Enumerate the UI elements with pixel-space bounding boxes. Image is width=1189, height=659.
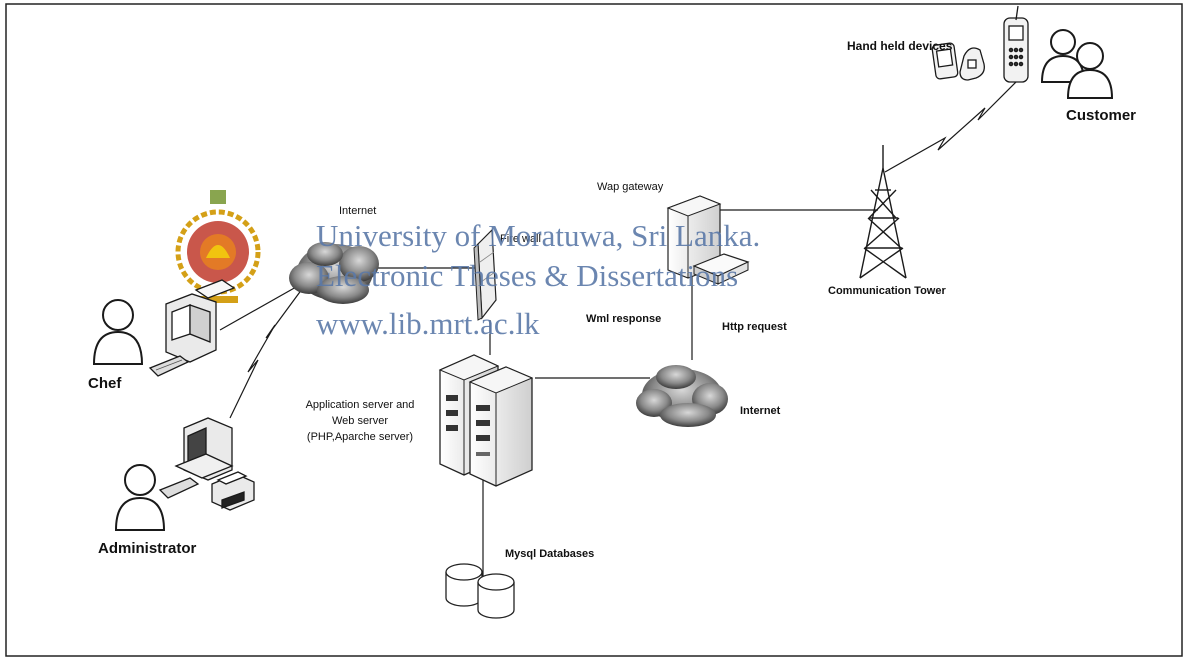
label-app-server-line1: Application server and bbox=[306, 399, 415, 411]
internet-cloud-icon bbox=[636, 365, 728, 427]
communication-tower-icon bbox=[859, 145, 907, 279]
label-internet-right: Internet bbox=[740, 405, 781, 417]
label-communication-tower: Communication Tower bbox=[828, 285, 946, 297]
wireless-link-tower-customer bbox=[884, 79, 1019, 173]
watermark-line-2: Electronic Theses & Dissertations bbox=[316, 258, 738, 293]
app-web-server-icon bbox=[438, 354, 534, 487]
label-chef: Chef bbox=[88, 375, 122, 392]
label-fire-wall: Fire wall bbox=[500, 233, 541, 245]
label-app-server-line3: (PHP,Aparche server) bbox=[307, 431, 413, 443]
label-mysql-databases: Mysql Databases bbox=[505, 548, 594, 560]
database-icon bbox=[445, 563, 515, 619]
watermark-line-3: www.lib.mrt.ac.lk bbox=[316, 306, 540, 341]
label-wap-gateway: Wap gateway bbox=[597, 181, 664, 193]
label-customer: Customer bbox=[1066, 107, 1136, 124]
label-app-server-line2: Web server bbox=[332, 415, 388, 427]
label-internet-top: Internet bbox=[339, 205, 376, 217]
firewall-icon bbox=[473, 228, 497, 321]
handheld-devices-icon bbox=[931, 5, 1029, 83]
label-http-request: Http request bbox=[722, 321, 787, 333]
administrator-computer-icon bbox=[158, 417, 255, 511]
customer-person-icon bbox=[1040, 29, 1114, 99]
label-hand-held-devices: Hand held devices bbox=[847, 39, 953, 53]
wireless-link-admin bbox=[229, 284, 306, 419]
wap-gateway-icon bbox=[666, 195, 750, 285]
label-wml-response: Wml response bbox=[586, 313, 661, 325]
label-administrator: Administrator bbox=[98, 540, 197, 557]
chef-computer-icon bbox=[148, 279, 236, 377]
chef-person-icon bbox=[92, 299, 144, 365]
internet-cloud-icon bbox=[289, 242, 379, 304]
connection-lines bbox=[219, 209, 878, 582]
watermark-line-1: University of Moratuwa, Sri Lanka. bbox=[316, 218, 760, 253]
university-logo bbox=[175, 190, 261, 303]
administrator-person-icon bbox=[114, 464, 166, 531]
diagram-border bbox=[5, 3, 1183, 657]
